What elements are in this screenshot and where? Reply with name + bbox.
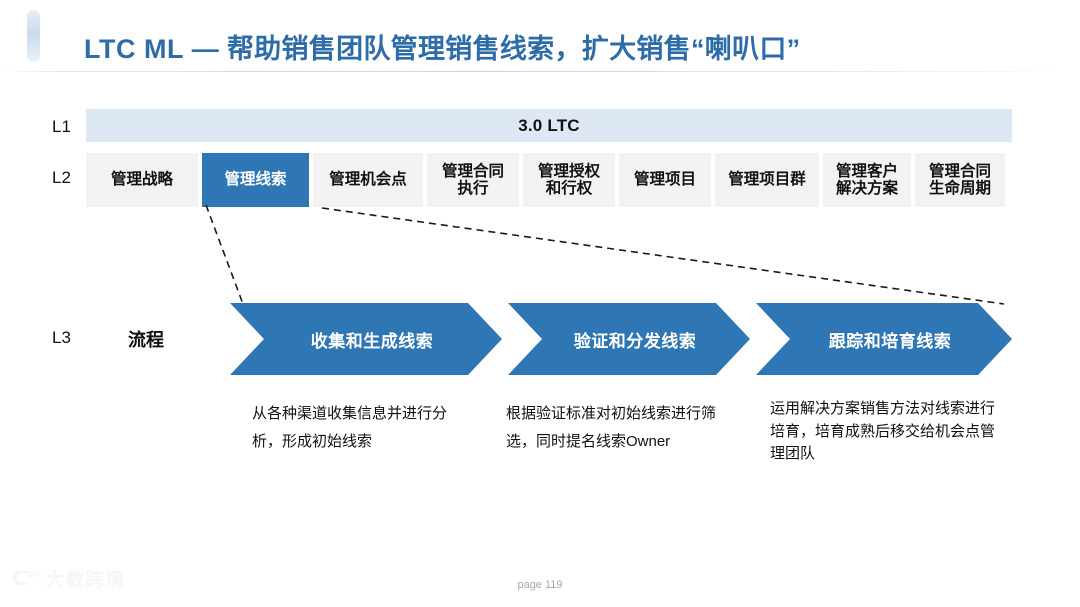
page-title-dash: — (183, 34, 227, 64)
l2-tab-2-label: 管理线索 (224, 171, 287, 189)
l2-tab-3-label: 管理机会点 (329, 171, 407, 189)
l2-tab-6[interactable]: 管理项目 (619, 153, 711, 207)
l2-tab-5-label: 管理授权 和行权 (537, 162, 600, 197)
l2-tab-row: 管理战略 管理线索 管理机会点 管理合同 执行管理授权 和行权 管理项目 管理项目群 管理客… (86, 153, 1012, 207)
row-label-l3: L3 (52, 328, 71, 347)
chevron-step-3[interactable]: 跟踪和培育线索 (756, 303, 1012, 375)
chevron-step-1-label: 收集和生成线索 (310, 331, 434, 351)
chevron-step-2[interactable]: 验证和分发线索 (508, 303, 750, 375)
l2-tab-6-label: 管理项目 (633, 171, 696, 189)
l2-tab-3[interactable]: 管理机会点 (313, 153, 423, 207)
l2-tab-7[interactable]: 管理项目群 (715, 153, 819, 207)
watermark: ᑕ°° 大数跨境 (12, 565, 125, 592)
step-2-description: 根据验证标准对初始线索进行筛选，同时提名线索Owner (506, 405, 717, 450)
flow-label: 流程 (128, 330, 164, 350)
header-divider (0, 71, 1080, 72)
l1-title: 3.0 LTC (518, 115, 580, 135)
l1-bar: 3.0 LTC (86, 109, 1012, 142)
row-label-l1: L1 (52, 117, 71, 136)
l2-tab-2[interactable]: 管理线索 (202, 153, 309, 207)
step-1-description: 从各种渠道收集信息并进行分析，形成初始线索 (252, 405, 448, 450)
l2-tab-9-label: 管理合同 生命周期 (928, 162, 991, 197)
watermark-logo-icon: ᑕ°° (12, 568, 40, 590)
l2-tab-8-label: 管理客户 解决方案 (835, 162, 898, 197)
l2-tab-1[interactable]: 管理战略 (86, 153, 198, 207)
page-title-en: LTC ML (84, 34, 184, 64)
chevron-step-1[interactable]: 收集和生成线索 (230, 303, 502, 375)
l2-tab-4[interactable]: 管理合同 执行 (427, 153, 519, 207)
l2-tab-7-label: 管理项目群 (728, 171, 806, 189)
page-title: LTC ML — 帮助销售团队管理销售线索，扩大销售“喇叭口” (84, 27, 800, 66)
connector-line-right (321, 207, 1005, 305)
watermark-label: 大数跨境 (45, 570, 126, 591)
l3-chevron-row: 收集和生成线索 验证和分发线索 跟踪和培育线索 (230, 303, 1012, 375)
chevron-step-2-label: 验证和分发线索 (573, 331, 697, 351)
step-3-description: 运用解决方案销售方法对线索进行培育，培育成熟后移交给机会点管理团队 (770, 400, 996, 462)
page-number: page 119 (517, 579, 563, 591)
row-label-l2: L2 (52, 168, 71, 187)
page-title-cn: 帮助销售团队管理销售线索，扩大销售“喇叭口” (226, 34, 801, 64)
accent-pill-decoration (27, 10, 40, 62)
l2-tab-1-label: 管理战略 (110, 171, 173, 189)
chevron-step-3-label: 跟踪和培育线索 (828, 331, 952, 351)
l2-tab-9[interactable]: 管理合同 生命周期 (915, 153, 1005, 207)
l2-tab-5[interactable]: 管理授权 和行权 (523, 153, 615, 207)
connector-line-left (205, 204, 244, 305)
l2-tab-4-label: 管理合同 执行 (441, 162, 504, 197)
l2-tab-8[interactable]: 管理客户 解决方案 (823, 153, 911, 207)
